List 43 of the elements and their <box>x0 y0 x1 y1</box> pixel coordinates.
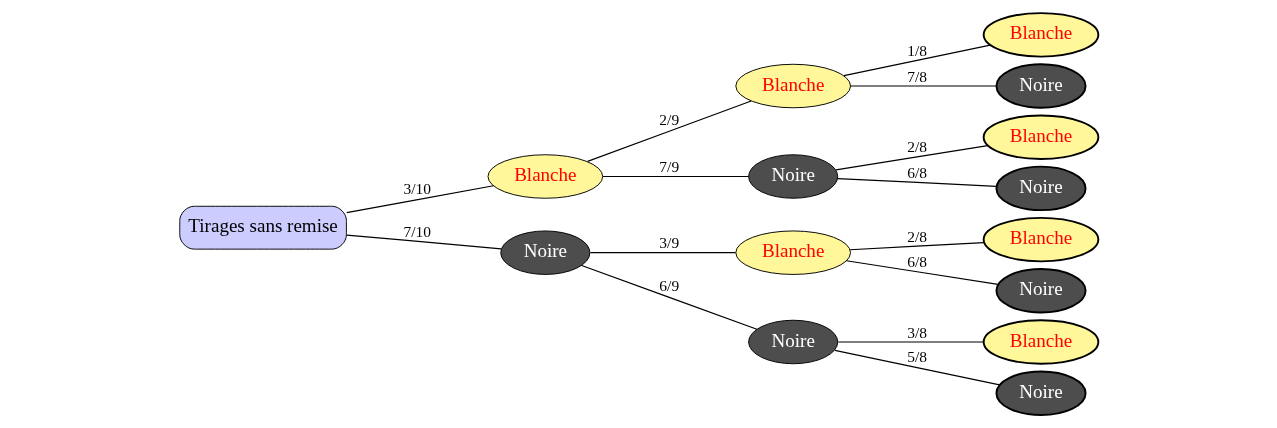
edge-label: 6/8 <box>906 253 927 271</box>
connector <box>842 44 991 77</box>
connector <box>833 349 1000 386</box>
connector <box>849 85 997 87</box>
connector <box>836 178 997 187</box>
connector <box>834 144 988 171</box>
edge-label: 2/9 <box>658 110 679 128</box>
node-ellipse: Blanche <box>982 114 1099 160</box>
node-ellipse: Blanche <box>982 216 1099 263</box>
node-ellipse: Blanche <box>982 319 1099 365</box>
connector <box>837 341 984 343</box>
node-ellipse: Blanche <box>734 63 851 109</box>
node-ellipse: Noire <box>499 230 590 275</box>
node-box: Tirages sans remise <box>178 205 347 250</box>
edge-label: 5/8 <box>906 347 927 365</box>
connector <box>580 264 757 330</box>
connector <box>589 252 736 254</box>
edge-label: 2/8 <box>906 137 927 155</box>
edge-label: 3/9 <box>658 234 679 252</box>
edge-label: 2/8 <box>906 228 927 246</box>
connector <box>345 234 502 250</box>
node-ellipse: Blanche <box>734 230 851 275</box>
node-ellipse: Noire <box>994 63 1087 109</box>
node-ellipse: Blanche <box>982 12 1099 58</box>
connector <box>845 260 999 285</box>
edge-label: 6/8 <box>906 164 927 182</box>
connector <box>601 175 749 178</box>
node-ellipse: Noire <box>994 165 1087 212</box>
node-ellipse: Noire <box>747 154 838 199</box>
node-ellipse: Noire <box>994 268 1087 314</box>
connector <box>848 242 984 251</box>
edge-label: 7/8 <box>906 67 927 85</box>
edge-label: 3/8 <box>906 323 927 341</box>
edge-label: 7/10 <box>403 222 431 240</box>
node-ellipse: Noire <box>994 370 1087 416</box>
edge-label: 3/10 <box>403 179 431 197</box>
edge-label: 1/8 <box>906 41 927 59</box>
edge-label: 6/9 <box>658 277 679 295</box>
edge-label: 7/9 <box>658 158 679 176</box>
node-ellipse: Noire <box>747 319 838 365</box>
node-ellipse: Blanche <box>487 154 603 199</box>
connector <box>586 100 752 162</box>
connector <box>345 185 494 214</box>
